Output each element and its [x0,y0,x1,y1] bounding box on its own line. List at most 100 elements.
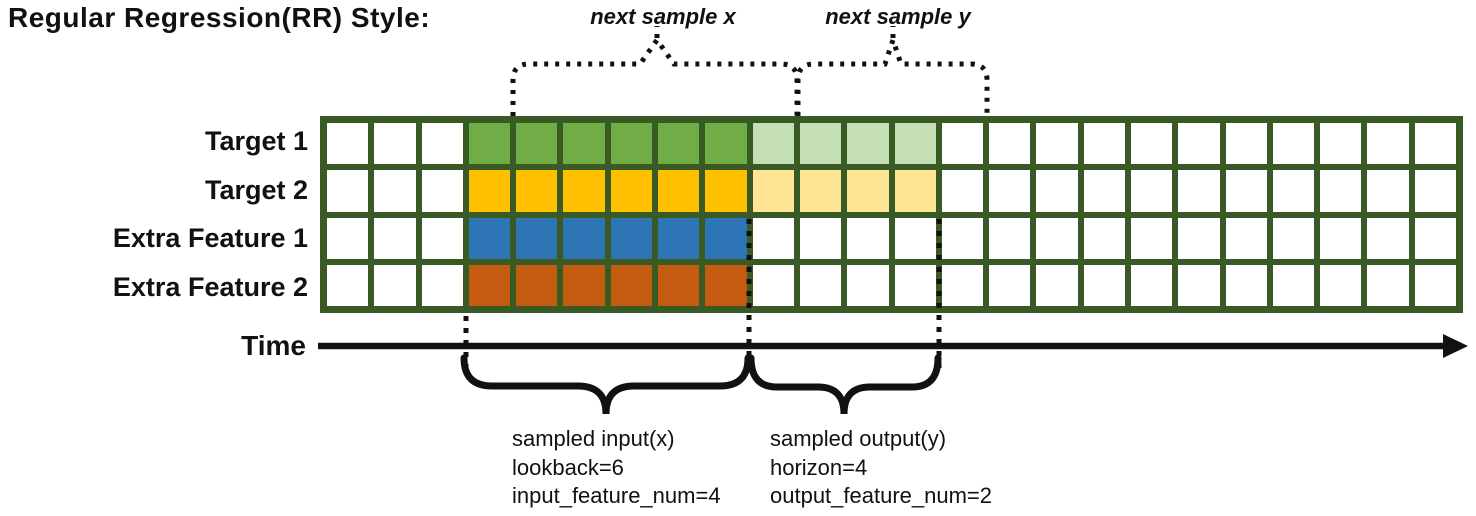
grid-cell [1178,123,1220,165]
grid-cell [374,170,416,212]
grid-cell [327,217,369,259]
grid-cell [1320,217,1362,259]
grid-cell [989,264,1031,306]
grid-cell [894,170,936,212]
grid-cell [1320,170,1362,212]
grid-cell [516,264,558,306]
grid-cell [847,217,889,259]
row-label-target-2: Target 2 [204,175,308,205]
grid-cell [1272,264,1315,306]
grid-cell [1130,123,1173,165]
grid-cell [468,123,511,165]
grid-cell [563,170,605,212]
sampled-input-title: sampled input(x) [512,426,675,451]
grid-cell [989,170,1031,212]
page-title: Regular Regression(RR) Style: [8,2,431,33]
grid-cell [1272,170,1315,212]
grid-cell [421,170,463,212]
grid-cell [941,170,984,212]
grid-cell [1320,264,1362,306]
grid-cell [516,170,558,212]
grid-cell [1083,123,1125,165]
grid-cell [610,217,653,259]
grid-cell [847,170,889,212]
grid-cell [941,264,984,306]
lookback-value: lookback=6 [512,454,624,480]
grid-cell [1367,217,1409,259]
grid-cell [752,217,794,259]
time-axis-label: Time [241,330,306,361]
grid-cell [1178,217,1220,259]
grid-cell [941,217,984,259]
grid-cell [1225,217,1267,259]
sampled-input-annotation: sampled input(x) lookback=6 input_featur… [512,425,721,511]
grid-cell [658,170,700,212]
grid-cell [374,123,416,165]
row-label-extra-feature-1: Extra Feature 1 [112,223,308,253]
grid-cell [1036,170,1078,212]
grid-cell [1083,170,1125,212]
grid-cell [705,170,747,212]
grid-cell [1414,123,1456,165]
grid-cell [1036,264,1078,306]
grid-cell [847,123,889,165]
grid-cell [374,217,416,259]
grid-cell [421,264,463,306]
grid-cell [989,217,1031,259]
grid-cell [327,264,369,306]
grid-cell [421,123,463,165]
horizon-value: horizon=4 [770,454,868,480]
grid-cell [799,170,842,212]
grid-cell [989,123,1031,165]
grid-cell [1036,123,1078,165]
grid-cell [799,264,842,306]
grid-cell [421,217,463,259]
grid-cell [658,264,700,306]
grid-cell [327,123,369,165]
grid-cell [610,123,653,165]
grid-cell [1036,217,1078,259]
grid-cell [563,217,605,259]
grid-cell [894,123,936,165]
grid-cell [468,217,511,259]
grid-cell [1130,170,1173,212]
grid-cell [1367,264,1409,306]
grid-cell [563,264,605,306]
grid-cell [799,217,842,259]
next-sample-x-brace [510,35,800,116]
row-label-extra-feature-2: Extra Feature 2 [112,272,308,302]
sampled-output-title: sampled output(y) [770,426,947,451]
grid-cell [941,123,984,165]
output-feature-num: output_feature_num=2 [770,483,993,508]
grid-cell [752,123,794,165]
grid-cell [1414,217,1456,259]
grid-cell [1367,123,1409,165]
grid-cell [1414,264,1456,306]
grid-cell [1367,170,1409,212]
input-feature-num: input_feature_num=4 [512,483,721,508]
grid-cell [374,264,416,306]
grid-cell [752,170,794,212]
grid-cell [1272,217,1315,259]
grid-cell [1320,123,1362,165]
grid-cell [468,264,511,306]
grid-cell [610,170,653,212]
grid-cell [847,264,889,306]
grid-cell [799,123,842,165]
next-sample-y-brace [795,32,990,116]
grid-cell [705,264,747,306]
grid-cell [894,264,936,306]
grid-cell [516,217,558,259]
grid-cell [1178,170,1220,212]
grid-cell [1414,170,1456,212]
grid-cell [1083,217,1125,259]
grid-cell [327,170,369,212]
row-label-target-1: Target 1 [204,126,308,156]
next-sample-x-label: next sample x [590,4,736,29]
grid-cell [1272,123,1315,165]
grid-cell [658,217,700,259]
sampled-output-brace [747,354,942,415]
grid-cell [1130,264,1173,306]
grid-cell [658,123,700,165]
